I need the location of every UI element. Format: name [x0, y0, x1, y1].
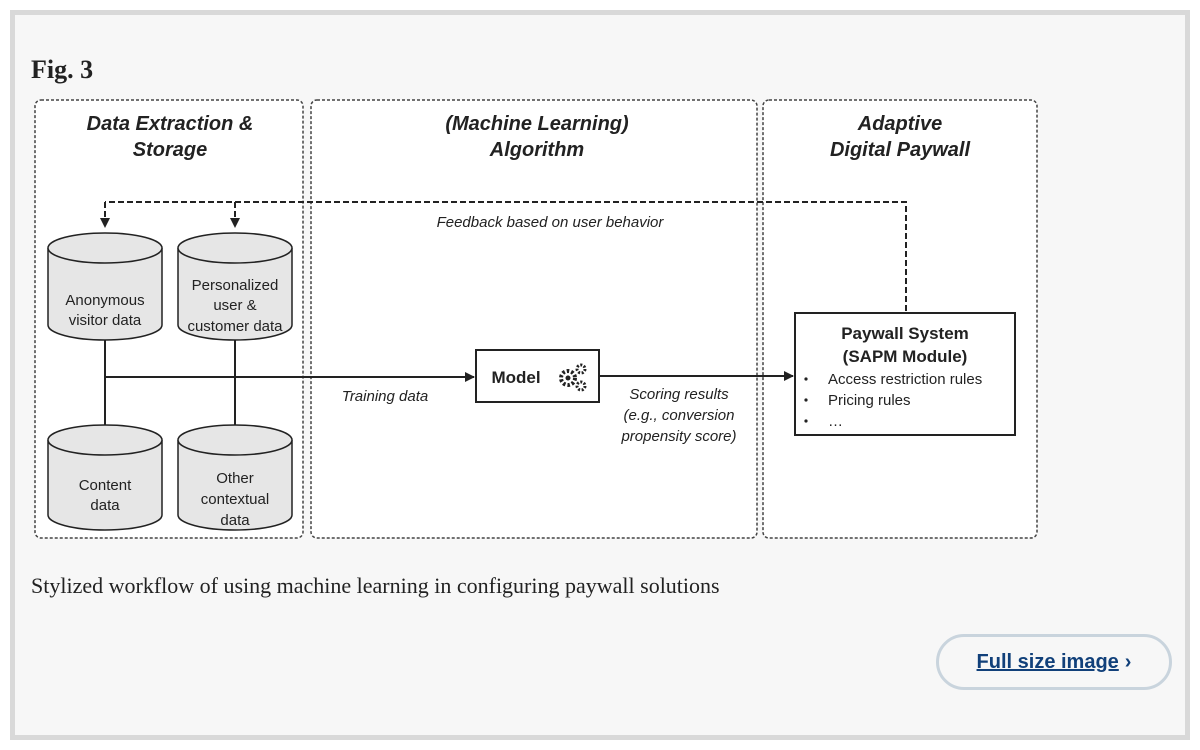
paywall-subtitle: (SAPM Module)	[843, 347, 968, 366]
figure-caption: Stylized workflow of using machine learn…	[31, 573, 720, 598]
datastore-label: Other	[216, 470, 254, 487]
figure-container: Fig. 3 Data Extraction & Storage (Machin…	[10, 10, 1190, 740]
full-size-image-link[interactable]: Full size image	[976, 650, 1119, 673]
datastore-label: Personalized	[192, 277, 279, 294]
datastore-other-contextual	[177, 424, 293, 531]
datastore-anonymous-visitor	[47, 232, 163, 341]
feedback-loop	[100, 201, 907, 311]
section-title-extraction-2: Storage	[133, 139, 207, 161]
section-title-algorithm-2: Algorithm	[489, 139, 584, 161]
datastore-personalized-user	[177, 232, 293, 341]
section-title-extraction-1: Data Extraction &	[87, 113, 254, 135]
datastore-label: data	[220, 512, 250, 529]
model-box: Model	[475, 349, 600, 403]
model-label: Model	[491, 368, 540, 387]
full-size-image-button[interactable]: Full size image ›	[936, 634, 1172, 690]
datastore-label: Content	[79, 477, 132, 494]
section-algorithm	[310, 99, 758, 539]
paywall-rule-item: Access restriction rules	[828, 371, 982, 388]
datastore-label: user &	[213, 297, 256, 314]
paywall-rule-item: …	[828, 413, 843, 430]
datastore-label: Anonymous	[65, 292, 144, 309]
section-title-paywall-1: Adaptive	[857, 113, 942, 135]
datastore-label: customer data	[187, 318, 283, 335]
scoring-label: (e.g., conversion	[624, 407, 735, 424]
datastore-content	[47, 424, 163, 531]
section-title-paywall-2: Digital Paywall	[830, 139, 970, 161]
figure-label: Fig. 3	[31, 55, 94, 84]
feedback-label: Feedback based on user behavior	[437, 214, 665, 231]
datastore-label: contextual	[201, 491, 269, 508]
gears-icon	[559, 363, 587, 392]
section-title-algorithm-1: (Machine Learning)	[445, 113, 629, 135]
datastore-label: visitor data	[69, 312, 142, 329]
paywall-rule-item: Pricing rules	[828, 392, 911, 409]
scoring-label: propensity score)	[620, 428, 736, 445]
paywall-system-box: Paywall System (SAPM Module) Access rest…	[794, 312, 1016, 436]
scoring-label: Scoring results	[629, 386, 729, 403]
workflow-diagram: Data Extraction & Storage (Machine Learn…	[34, 99, 1038, 539]
paywall-title: Paywall System	[841, 324, 969, 343]
datastore-label: data	[90, 497, 120, 514]
chevron-right-icon: ›	[1124, 650, 1132, 673]
training-data-label: Training data	[342, 388, 428, 405]
